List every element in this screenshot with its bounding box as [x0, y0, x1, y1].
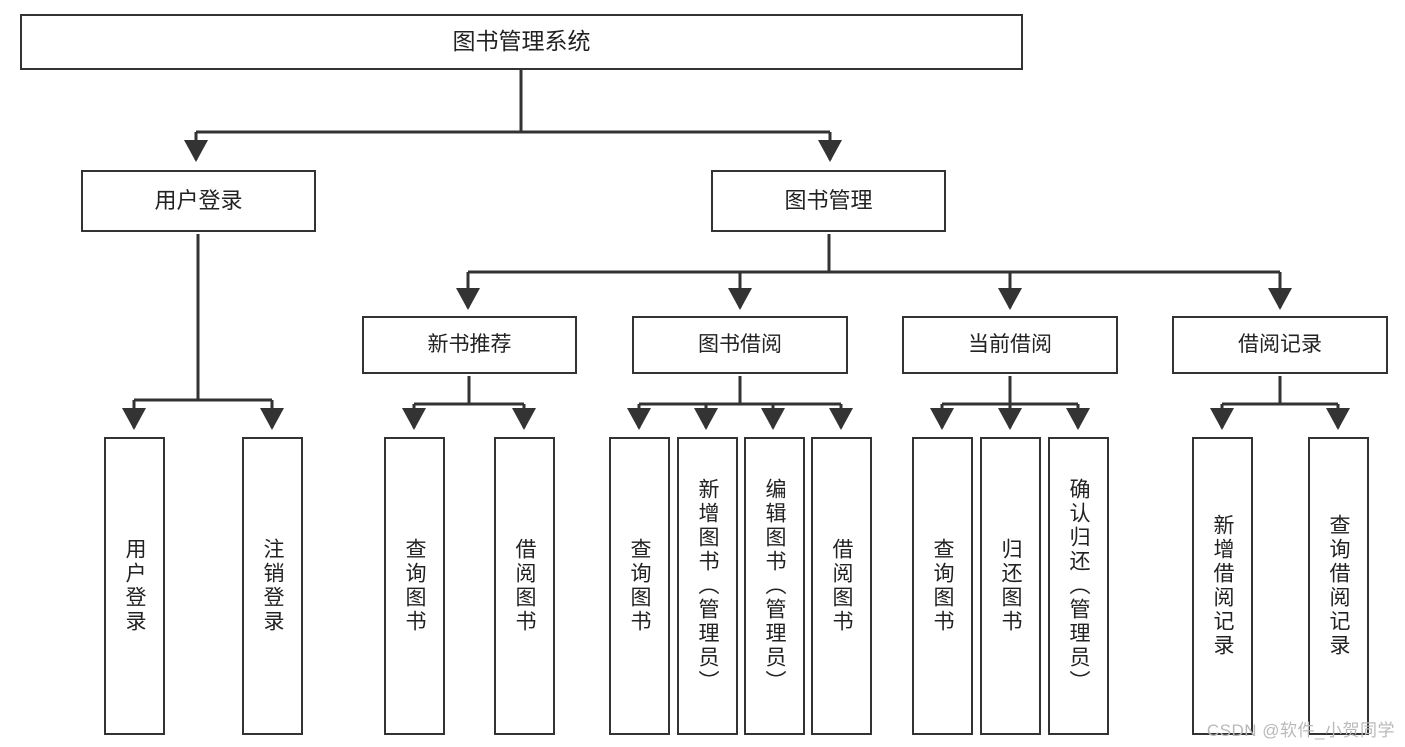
node-label: 用户登录	[123, 538, 146, 634]
node-label: 图书管理	[784, 188, 873, 214]
leaf-current-confirm-return-admin[interactable]: 确认归还（管理员）	[1048, 437, 1109, 735]
node-label: 借阅图书	[830, 538, 853, 634]
node-root-system[interactable]: 图书管理系统	[20, 14, 1023, 70]
leaf-borrow-borrow-book[interactable]: 借阅图书	[811, 437, 872, 735]
node-label: 用户登录	[154, 188, 243, 214]
leaf-recommend-query-book[interactable]: 查询图书	[384, 437, 445, 735]
node-borrow-records[interactable]: 借阅记录	[1172, 316, 1388, 374]
node-label: 图书管理系统	[452, 28, 591, 55]
leaf-current-return-book[interactable]: 归还图书	[980, 437, 1041, 735]
node-label: 查询借阅记录	[1327, 514, 1350, 658]
watermark: CSDN @软件_小贺同学	[1206, 721, 1395, 740]
leaf-user-login-logout[interactable]: 注销登录	[242, 437, 303, 735]
leaf-current-query-book[interactable]: 查询图书	[912, 437, 973, 735]
node-label: 新书推荐	[427, 332, 512, 356]
node-label: 图书借阅	[698, 332, 782, 356]
leaf-records-query-record[interactable]: 查询借阅记录	[1308, 437, 1369, 735]
node-user-login[interactable]: 用户登录	[81, 170, 316, 232]
node-label: 借阅图书	[513, 538, 536, 634]
node-label: 新增借阅记录	[1211, 514, 1234, 658]
node-label: 查询图书	[931, 538, 954, 634]
leaf-records-add-record[interactable]: 新增借阅记录	[1192, 437, 1253, 735]
node-book-borrow[interactable]: 图书借阅	[632, 316, 848, 374]
leaf-borrow-query-book[interactable]: 查询图书	[609, 437, 670, 735]
node-label: 归还图书	[999, 538, 1022, 634]
leaf-user-login-login[interactable]: 用户登录	[104, 437, 165, 735]
leaf-borrow-add-book-admin[interactable]: 新增图书（管理员）	[677, 437, 738, 735]
node-current-borrow[interactable]: 当前借阅	[902, 316, 1118, 374]
node-label: 注销登录	[261, 538, 284, 634]
node-label: 借阅记录	[1238, 332, 1322, 356]
node-label: 确认归还（管理员）	[1067, 478, 1090, 694]
leaf-recommend-borrow-book[interactable]: 借阅图书	[494, 437, 555, 735]
leaf-borrow-edit-book-admin[interactable]: 编辑图书（管理员）	[744, 437, 805, 735]
node-label: 查询图书	[403, 538, 426, 634]
node-label: 查询图书	[628, 538, 651, 634]
node-new-book-recommend[interactable]: 新书推荐	[362, 316, 577, 374]
node-book-management[interactable]: 图书管理	[711, 170, 946, 232]
node-label: 编辑图书（管理员）	[763, 478, 786, 694]
node-label: 新增图书（管理员）	[696, 478, 719, 694]
node-label: 当前借阅	[968, 332, 1052, 356]
